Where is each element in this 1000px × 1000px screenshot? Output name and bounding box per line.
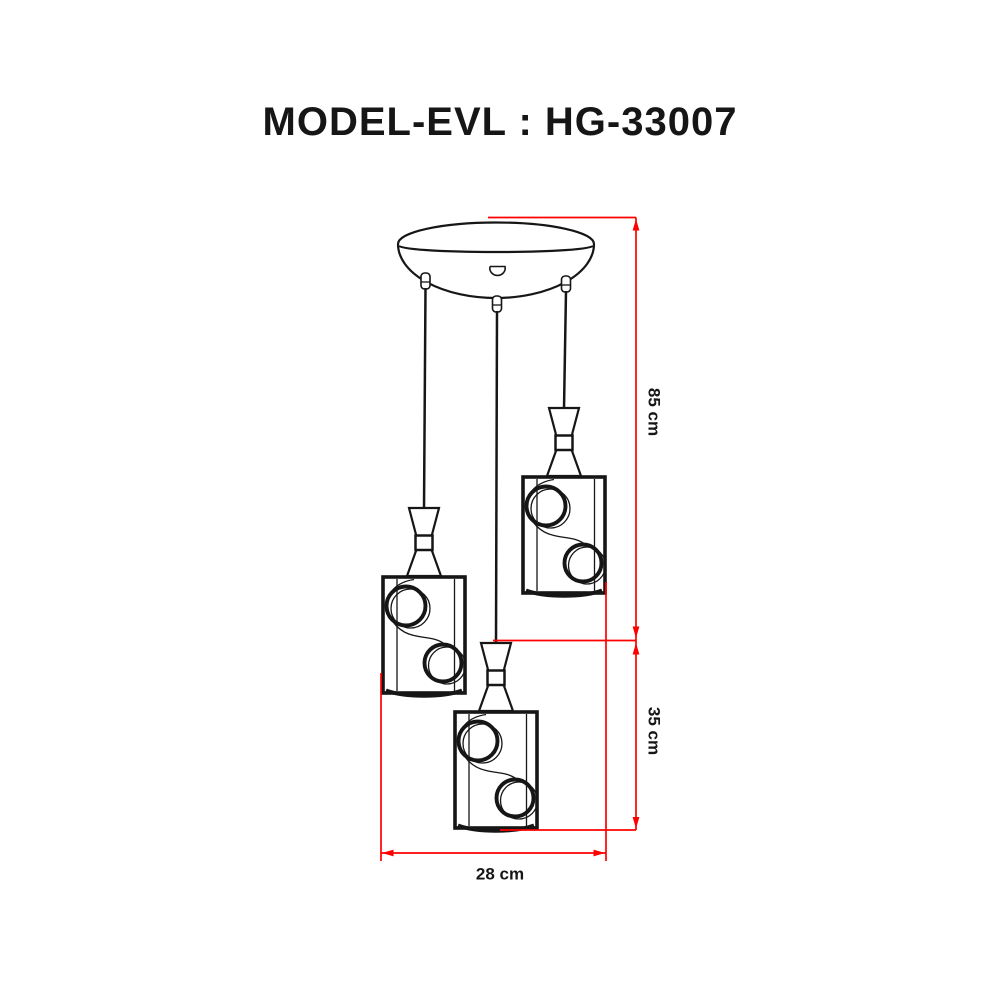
canopy-center-hole [489, 265, 506, 277]
cord-right [562, 290, 568, 410]
pendant-lamp-left [381, 506, 468, 698]
dimension-label-width: 28 cm [476, 865, 524, 884]
cord-grip-center [491, 295, 503, 313]
canopy-inner-rim [397, 244, 595, 254]
arrowhead-up-icon [632, 219, 640, 231]
ceiling-canopy [396, 221, 596, 313]
arrowhead-down-icon [632, 817, 640, 829]
dimension-annotations: 85 cm 35 cm 28 cm [380, 216, 664, 884]
canopy-top-rim [396, 221, 596, 245]
arrowhead-right-icon [593, 849, 605, 857]
dimension-label-fixture-height: 35 cm [645, 707, 664, 755]
arrowhead-down-icon [632, 626, 640, 638]
page-title: MODEL-EVL : HG-33007 [262, 100, 738, 144]
cord-left [422, 287, 427, 510]
cord-grip-right [560, 275, 572, 293]
arrowhead-left-icon [382, 849, 394, 857]
pendant-lamp-right [521, 406, 608, 598]
arrowhead-up-icon [632, 643, 640, 655]
cord-grip-left [420, 272, 431, 290]
dimension-label-drop: 85 cm [645, 388, 664, 436]
cord-center [494, 310, 499, 643]
pendant-lamp-center [453, 641, 540, 833]
